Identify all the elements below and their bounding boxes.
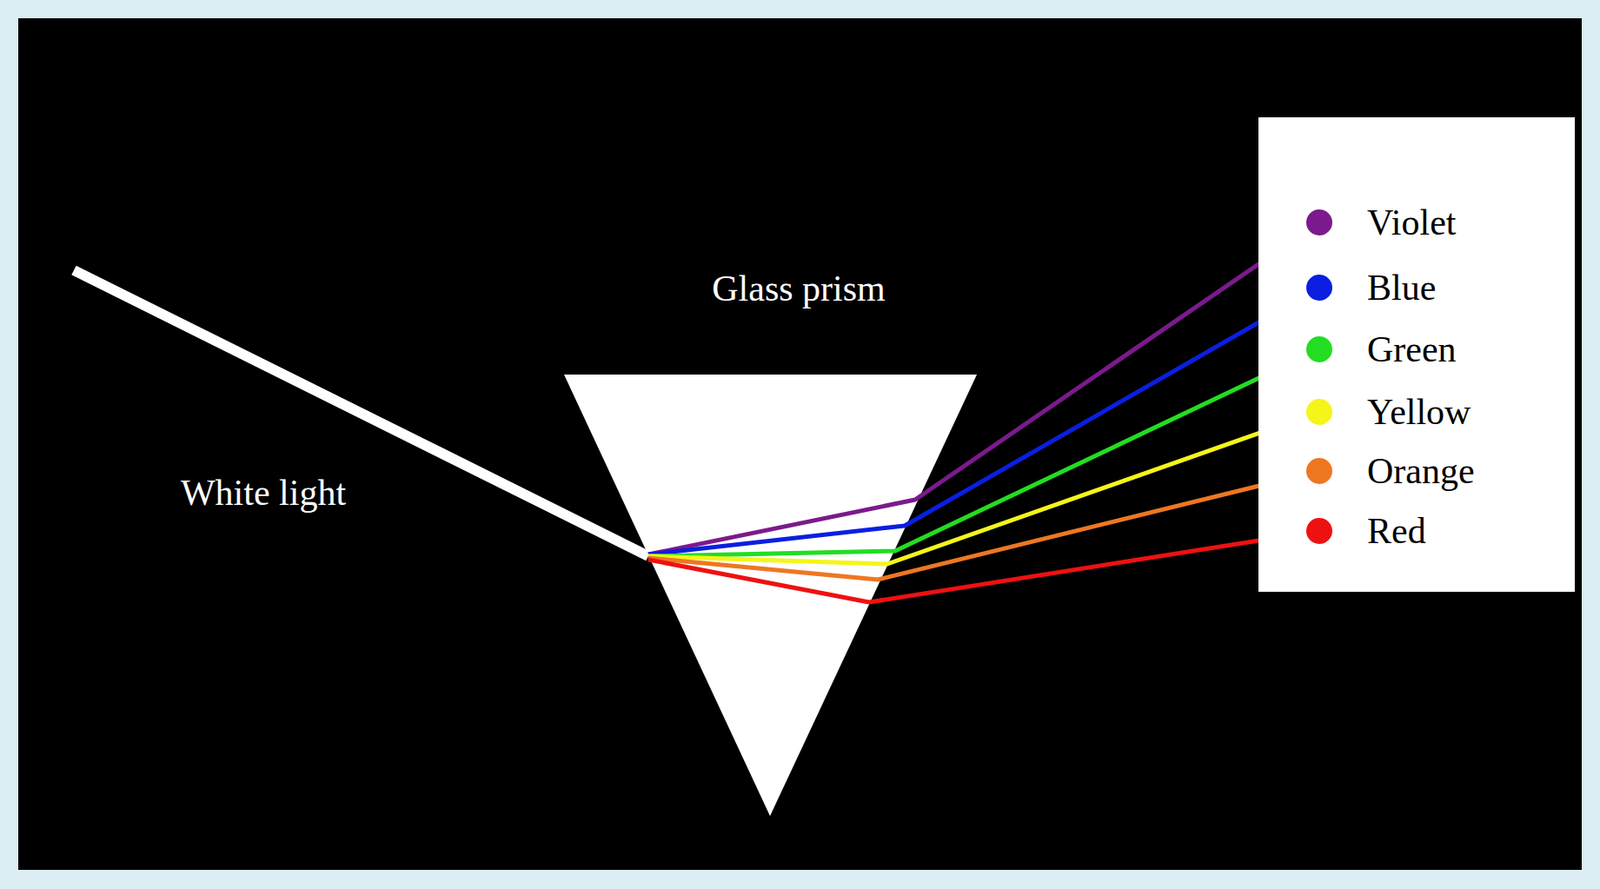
legend-text: Violet [1367,204,1456,241]
legend-text: Orange [1367,452,1475,490]
red-ray [648,531,1320,603]
legend-swatch [1306,336,1333,363]
legend-swatch [1306,458,1333,485]
prism-label: Glass prism [711,270,886,307]
white-light-beam [73,270,649,557]
legend-swatch [1306,274,1333,301]
light-label: White light [180,474,346,512]
yellow-ray [648,411,1320,565]
legend-text: Yellow [1367,393,1471,431]
legend-text: Blue [1367,269,1436,306]
legend-swatch [1306,517,1333,545]
legend-text: Red [1367,512,1427,550]
legend-text: Green [1367,331,1457,368]
blue-ray [648,287,1320,555]
violet-ray [648,222,1320,555]
legend-swatch [1306,209,1333,236]
legend-swatch [1306,398,1333,425]
orange-ray [648,471,1320,580]
green-ray [648,349,1320,557]
